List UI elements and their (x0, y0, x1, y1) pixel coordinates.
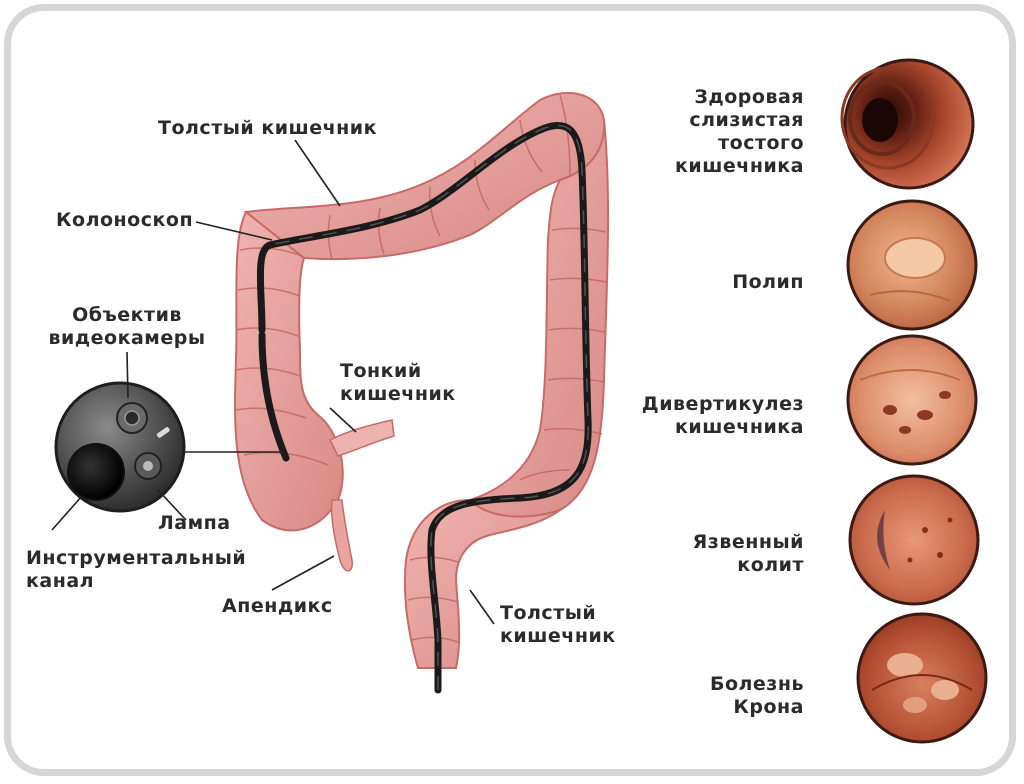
label-ulcerative-colitis: Язвенный колит (692, 531, 804, 576)
ulcerative-colitis-image (848, 474, 980, 606)
healthy-mucosa-image (840, 58, 975, 190)
condition-images (840, 58, 988, 744)
crohns-disease-image (856, 612, 988, 744)
label-camera-lens: Объектив видеокамеры (48, 304, 206, 349)
colonoscope-tip (258, 331, 290, 462)
label-large-intestine-bottom: Толстый кишечник (500, 602, 616, 647)
label-polyp: Полип (732, 271, 804, 293)
label-lamp: Лампа (158, 512, 231, 534)
scope-head-closeup (54, 381, 186, 513)
diverticulosis-image (846, 334, 978, 466)
label-crohns-disease: Болезнь Крона (709, 673, 804, 718)
leader-lines (51, 139, 495, 625)
label-colonoscope: Колоноскоп (56, 209, 194, 231)
label-healthy-mucosa: Здоровая слизистая тостого кишечника (675, 86, 804, 177)
label-small-intestine: Тонкий кишечник (340, 360, 456, 405)
polyp-image (846, 199, 978, 331)
label-appendix: Апендикс (222, 595, 333, 617)
instrument-channel-opening (67, 443, 125, 501)
label-large-intestine-top: Толстый кишечник (158, 117, 377, 139)
label-instrument-channel: Инструментальный канал (26, 547, 247, 592)
label-diverticulosis: Дивертикулез кишечника (641, 393, 804, 438)
colon (234, 91, 610, 669)
